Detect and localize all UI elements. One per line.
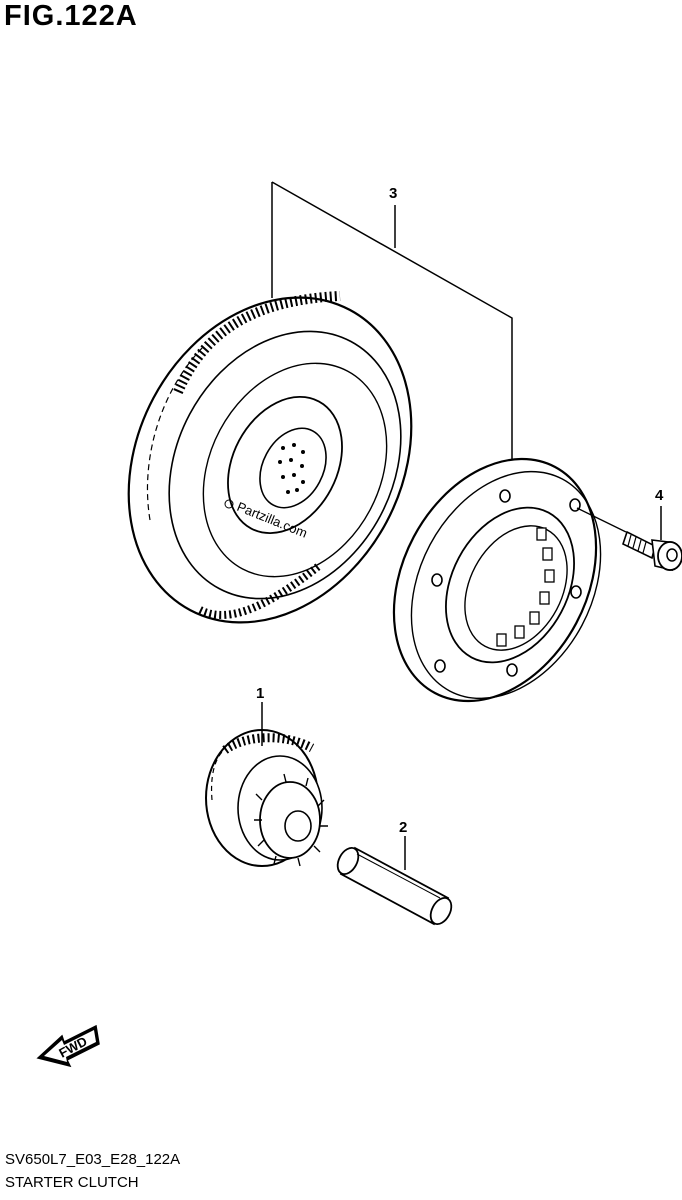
callout-2: 2	[399, 819, 407, 836]
one-way-clutch	[392, 457, 602, 703]
starter-idle-gear	[205, 729, 328, 867]
callout-3-leader	[271, 181, 513, 460]
starter-driven-gear	[127, 291, 413, 624]
callout-4: 4	[655, 487, 664, 504]
figure-code: SV650L7_E03_E28_122A	[5, 1151, 181, 1168]
callout-1: 1	[256, 685, 264, 702]
figure-name: STARTER CLUTCH	[5, 1174, 139, 1191]
idle-gear-shaft	[336, 846, 453, 926]
fwd-arrow: FWD	[36, 1024, 100, 1068]
bolt	[576, 507, 682, 572]
figure-title: FIG.122A	[4, 0, 138, 32]
callout-3: 3	[389, 185, 397, 202]
